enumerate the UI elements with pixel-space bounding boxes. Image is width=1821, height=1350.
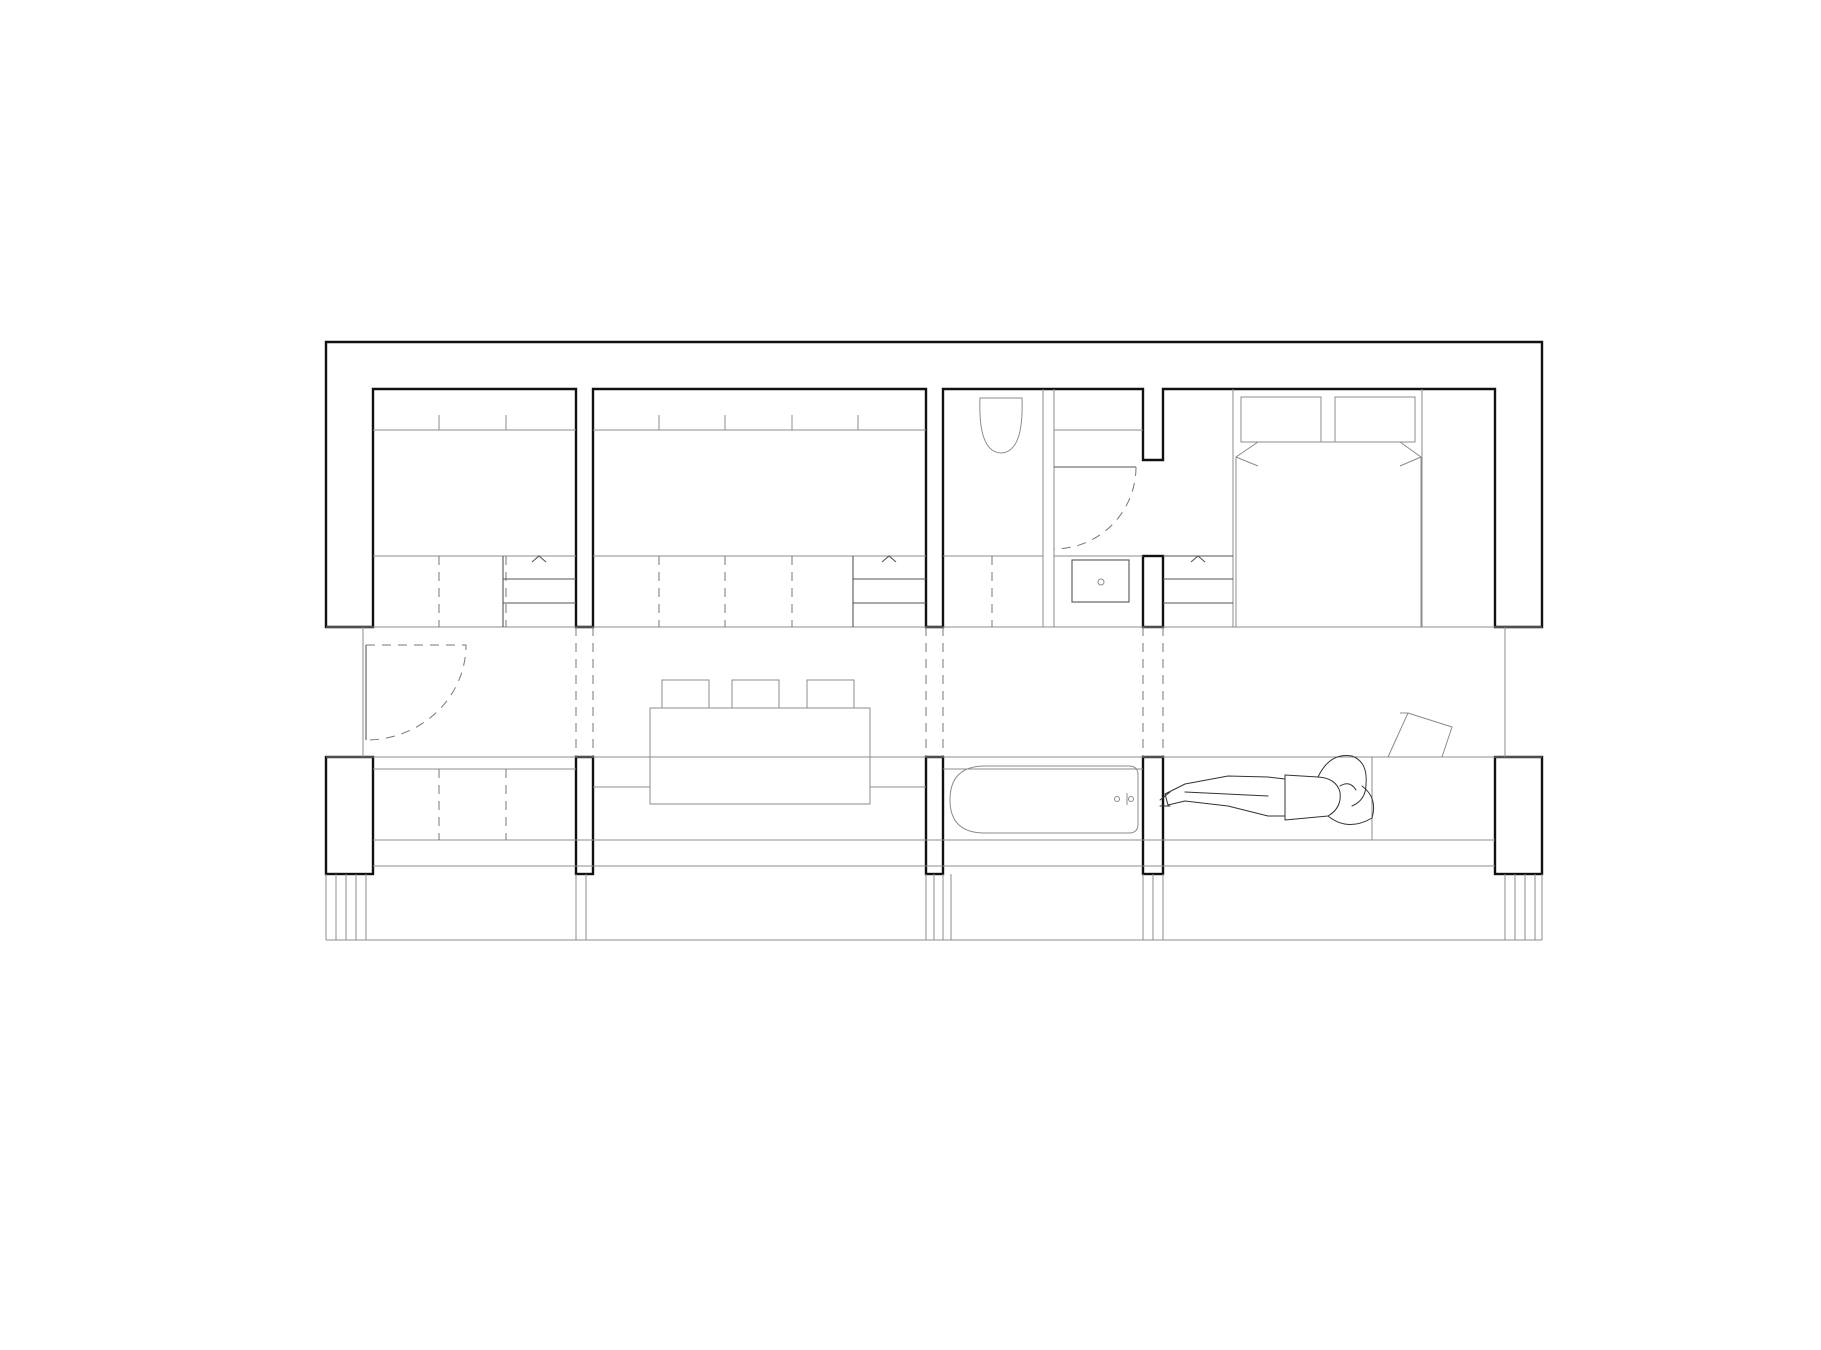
- shelving: [593, 415, 926, 627]
- chair-icon: [661, 679, 710, 709]
- bathtub-icon: [943, 765, 1143, 834]
- wall-stub-bath-bedroom: [1141, 554, 1165, 629]
- chair-icon: [806, 679, 855, 709]
- room-entry: [365, 415, 576, 840]
- toilet-icon: [979, 397, 1023, 454]
- dashed-dividers: [575, 627, 1164, 757]
- person-icon: [1159, 754, 1375, 825]
- sink-icon: [1054, 555, 1143, 603]
- door-swing-icon: [1053, 466, 1137, 550]
- front-pier-3: [924, 755, 945, 876]
- dining-table: [649, 707, 871, 805]
- front-pier-4: [1141, 755, 1165, 876]
- partition: [1042, 389, 1143, 627]
- laptop-icon: [1387, 712, 1453, 758]
- bed-icon: [1232, 389, 1423, 628]
- front-pier-left: [324, 755, 375, 876]
- outer-wall: [324, 340, 1544, 629]
- bench-storage: [373, 768, 576, 840]
- drawer-unit: [502, 555, 576, 627]
- walls: [324, 340, 1544, 876]
- drawer-unit: [852, 555, 926, 627]
- room-bathroom: [943, 389, 1143, 834]
- pillow: [1334, 396, 1416, 443]
- pillow: [1240, 396, 1322, 443]
- window-seat: [1163, 757, 1495, 841]
- openings-and-terrace: [325, 626, 1543, 941]
- chevron-up-icon: [881, 555, 897, 563]
- chevron-up-icon: [1190, 555, 1206, 563]
- drawer-unit: [1163, 555, 1233, 604]
- front-pier-right: [1493, 755, 1544, 876]
- room-bedroom: [1159, 389, 1495, 841]
- door-swing-icon: [365, 644, 467, 741]
- chair-icon: [731, 679, 780, 709]
- room-dining: [593, 415, 926, 805]
- chevron-up-icon: [531, 555, 547, 563]
- wardrobe: [373, 415, 576, 627]
- double-bed: [1235, 441, 1422, 628]
- front-pier-2: [574, 755, 595, 876]
